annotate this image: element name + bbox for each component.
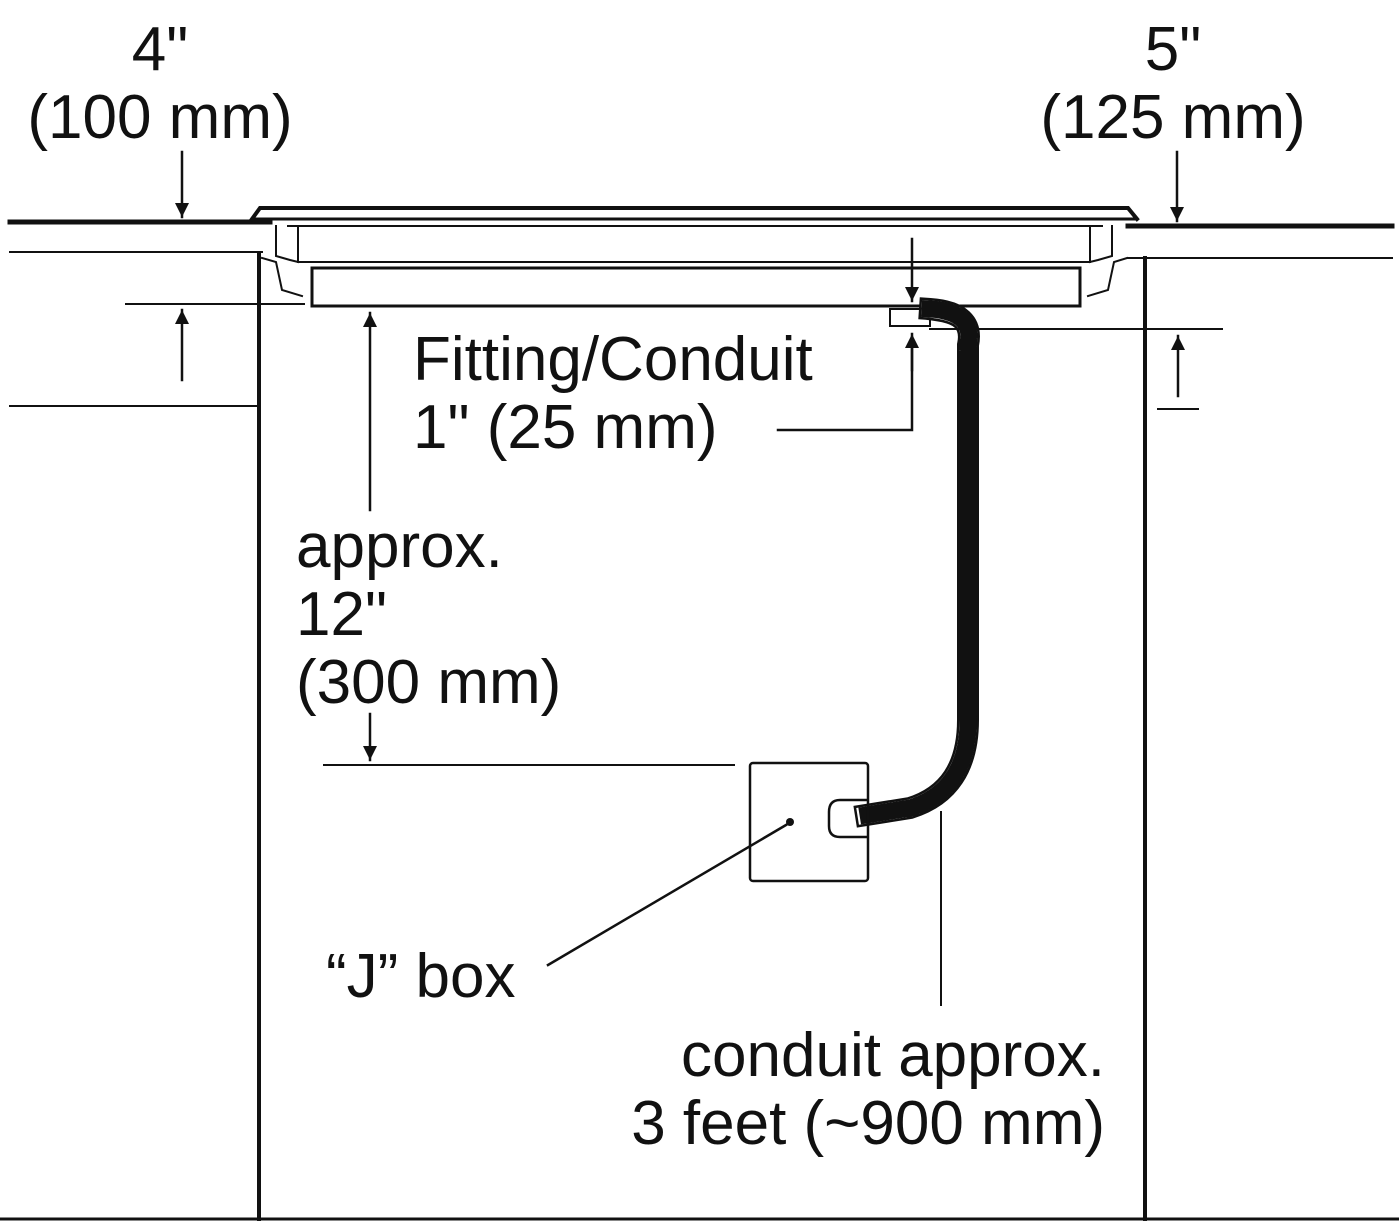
jbox-label: “J” box [326,942,516,1011]
jbox-leader [546,823,788,967]
fitting-label-size: 1" (25 mm) [413,393,718,462]
flexible-conduit-icon [853,297,980,828]
countertop-left [7,219,273,253]
fitting-label: Fitting/Conduit 1" (25 mm) [413,326,813,462]
right-clearance-mm: (125 mm) [1040,83,1306,152]
fitting-dimension [776,237,919,432]
conduit-length-label: conduit approx. 3 feet (~900 mm) [560,1022,1105,1158]
jbox-distance-dimension [323,311,735,766]
jbox-distance-mm: (300 mm) [296,648,562,717]
fitting-label-title: Fitting/Conduit [413,325,813,394]
conduit-length-title: conduit approx. [681,1021,1105,1090]
junction-box-icon [748,761,870,883]
jbox-distance-label: approx. 12" (300 mm) [296,513,561,717]
right-clearance-marker [929,328,1223,410]
countertop-right [1125,223,1395,259]
left-clearance-label: 4" (100 mm) [10,16,310,152]
cooktop [249,206,1140,327]
left-clearance-mm: (100 mm) [27,83,293,152]
jbox-distance-inches: 12" [296,580,387,649]
right-clearance-label: 5" (125 mm) [1018,16,1328,152]
left-clearance-marker [125,303,305,382]
left-clearance-inches: 4" [131,15,189,84]
right-clearance-inches: 5" [1144,15,1202,84]
conduit-length-value: 3 feet (~900 mm) [631,1089,1105,1158]
jbox-distance-approx: approx. [296,512,503,581]
